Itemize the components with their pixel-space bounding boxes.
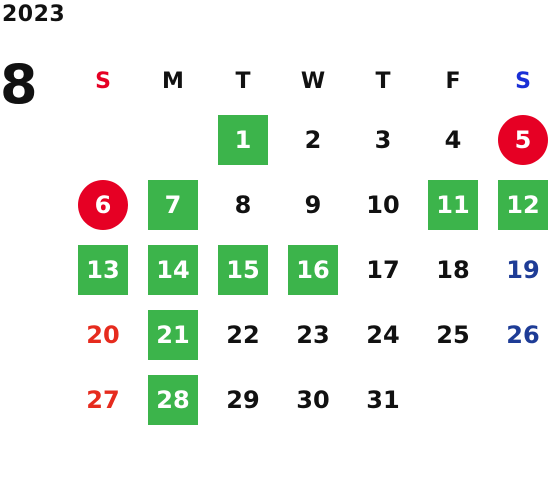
day-cell[interactable]: 29 [208, 367, 278, 432]
weekday-header: T [235, 68, 251, 94]
day-number [78, 115, 128, 165]
day-cell[interactable]: 8 [208, 172, 278, 237]
day-cell[interactable]: 17 [348, 237, 418, 302]
day-cell[interactable]: 15 [208, 237, 278, 302]
day-cell[interactable]: 24 [348, 302, 418, 367]
weekday-header: F [445, 68, 461, 94]
day-cell [418, 367, 488, 432]
day-cell[interactable]: 26 [488, 302, 548, 367]
day-cell[interactable]: 13 [68, 237, 138, 302]
day-number: 2 [304, 125, 322, 154]
day-number: 8 [234, 190, 252, 219]
day-cell[interactable]: 6 [68, 172, 138, 237]
day-cell[interactable]: 1 [208, 107, 278, 172]
weekday-header: W [300, 68, 326, 94]
day-cell[interactable]: 25 [418, 302, 488, 367]
day-number: 24 [366, 320, 400, 349]
day-number: 13 [78, 244, 128, 295]
day-cell[interactable]: 11 [418, 172, 488, 237]
weekday-header: S [95, 68, 111, 94]
day-cell [488, 367, 548, 432]
day-number: 29 [226, 385, 260, 414]
day-cell[interactable]: 7 [138, 172, 208, 237]
day-cell[interactable]: 30 [278, 367, 348, 432]
day-cell[interactable]: 27 [68, 367, 138, 432]
day-cell[interactable]: 28 [138, 367, 208, 432]
day-number: 11 [428, 179, 478, 230]
day-number: 26 [506, 320, 540, 349]
day-cell[interactable]: 18 [418, 237, 488, 302]
day-cell[interactable]: 16 [278, 237, 348, 302]
day-number: 15 [218, 244, 268, 295]
day-cell[interactable]: 3 [348, 107, 418, 172]
day-cell [138, 107, 208, 172]
day-number: 30 [296, 385, 330, 414]
weekday-header: M [162, 68, 184, 94]
day-number: 14 [148, 244, 198, 295]
day-number: 9 [304, 190, 322, 219]
day-cell[interactable]: 2 [278, 107, 348, 172]
weekday-header: S [515, 68, 531, 94]
day-number: 18 [436, 255, 470, 284]
day-cell[interactable]: 20 [68, 302, 138, 367]
day-number: 5 [498, 114, 548, 165]
day-cell[interactable]: 5 [488, 107, 548, 172]
day-cell[interactable]: 23 [278, 302, 348, 367]
day-number: 10 [366, 190, 400, 219]
day-number: 19 [506, 255, 540, 284]
day-number: 17 [366, 255, 400, 284]
day-cell[interactable]: 9 [278, 172, 348, 237]
day-cell[interactable]: 22 [208, 302, 278, 367]
day-number: 25 [436, 320, 470, 349]
day-number [498, 375, 548, 425]
day-cell[interactable]: 31 [348, 367, 418, 432]
day-cell[interactable]: 19 [488, 237, 548, 302]
day-number: 23 [296, 320, 330, 349]
day-cell[interactable]: 21 [138, 302, 208, 367]
day-cell[interactable]: 14 [138, 237, 208, 302]
day-number: 3 [374, 125, 392, 154]
day-number: 28 [148, 374, 198, 425]
day-number [148, 115, 198, 165]
day-number: 16 [288, 244, 338, 295]
day-number: 6 [78, 179, 128, 230]
day-cell[interactable]: 12 [488, 172, 548, 237]
day-cell[interactable]: 4 [418, 107, 488, 172]
day-number: 1 [218, 114, 268, 165]
weekday-header: T [375, 68, 391, 94]
calendar-year: 2023 [2, 2, 66, 27]
day-number [428, 375, 478, 425]
day-number: 20 [86, 320, 120, 349]
day-number: 31 [366, 385, 400, 414]
day-number: 12 [498, 179, 548, 230]
day-number: 22 [226, 320, 260, 349]
day-cell[interactable]: 10 [348, 172, 418, 237]
day-number: 27 [86, 385, 120, 414]
day-number: 21 [148, 309, 198, 360]
calendar-month: 8 [0, 53, 38, 116]
day-number: 4 [444, 125, 462, 154]
day-cell [68, 107, 138, 172]
day-number: 7 [148, 179, 198, 230]
